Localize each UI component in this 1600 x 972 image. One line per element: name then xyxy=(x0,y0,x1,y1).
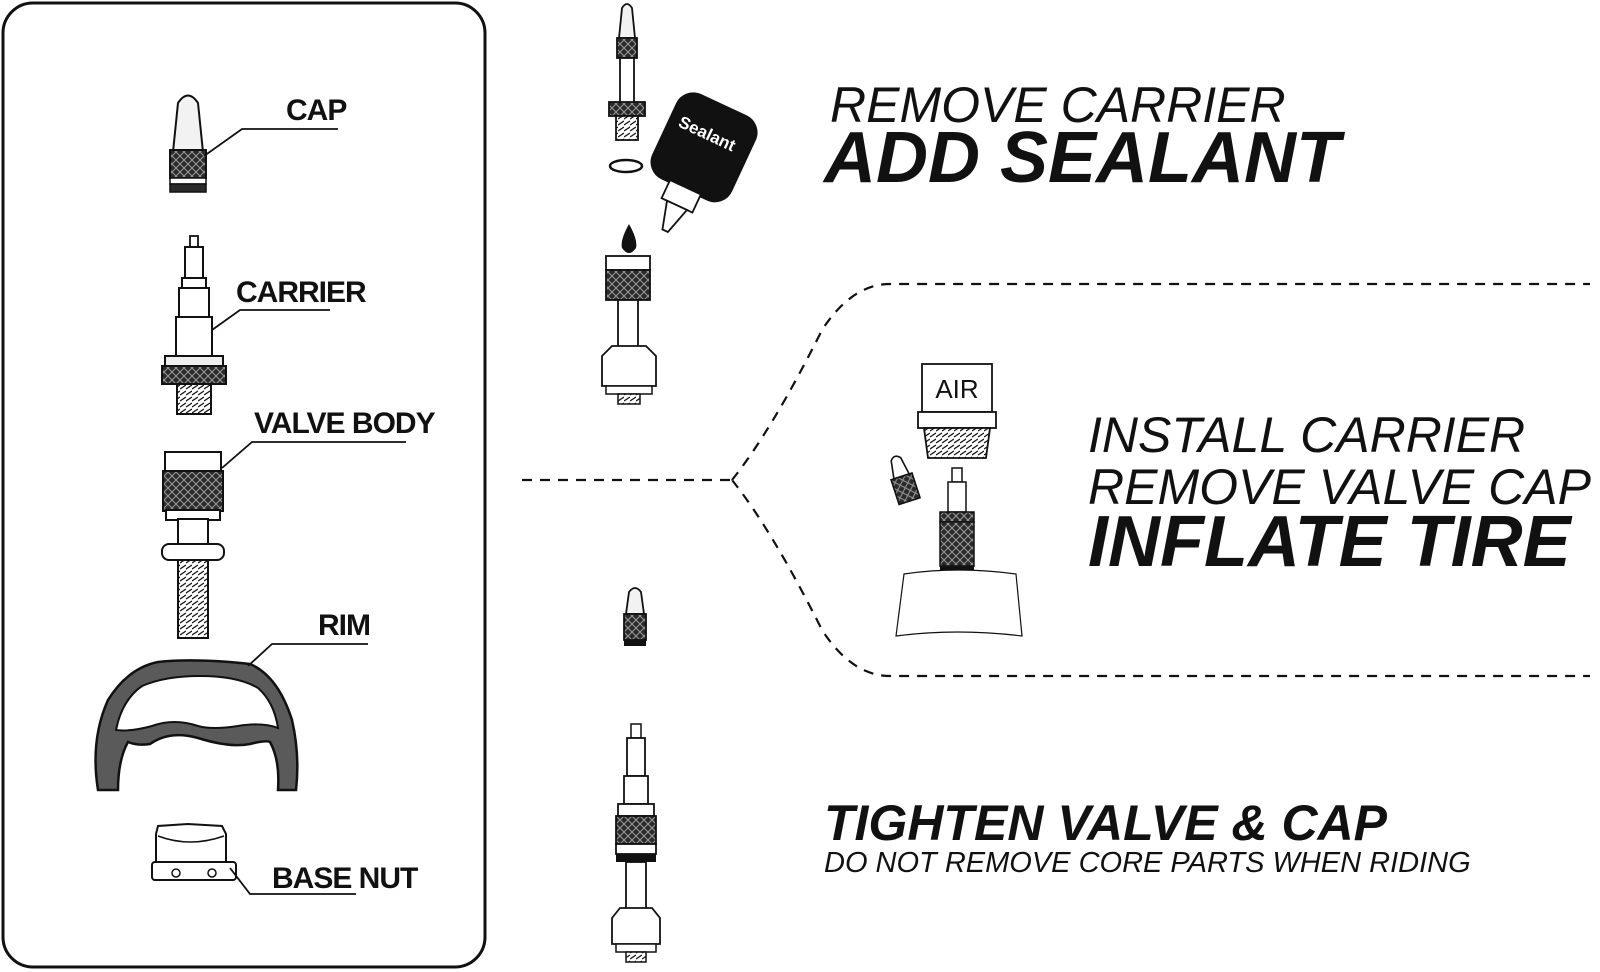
step1-line2: ADD SEALANT xyxy=(822,118,1346,198)
step1-carrier-removed xyxy=(608,3,646,174)
valve-body-part xyxy=(161,451,225,639)
base-nut-part xyxy=(151,822,237,881)
step3-line2: DO NOT REMOVE CORE PARTS WHEN RIDING xyxy=(824,847,1471,879)
sealant-bottle xyxy=(650,92,758,234)
step2-valve-in-tire xyxy=(895,467,1023,637)
cap-leader-line xyxy=(203,128,338,157)
sealant-drop-icon xyxy=(621,224,637,253)
step2-line1: INSTALL CARRIER xyxy=(1088,407,1525,463)
cap-label: CAP xyxy=(286,94,346,127)
step3-line1: TIGHTEN VALVE & CAP xyxy=(824,795,1388,851)
carrier-leader-line xyxy=(211,309,330,331)
spare-cap-part xyxy=(623,587,647,646)
rim-leader-line xyxy=(247,643,368,667)
base-nut-leader-line xyxy=(229,867,356,895)
step2-line3: INFLATE TIRE xyxy=(1088,502,1573,582)
rim-label: RIM xyxy=(318,609,370,642)
removed-valve-cap-icon xyxy=(890,455,922,506)
inflate-callout-dashed xyxy=(522,282,1590,678)
parts-panel-frame xyxy=(1,1,487,969)
valve-body-label: VALVE BODY xyxy=(254,407,436,440)
step1-valve-body xyxy=(601,255,657,405)
step1-line1: REMOVE CARRIER xyxy=(830,77,1286,133)
air-pump-label: AIR xyxy=(935,374,978,404)
step2-line2: REMOVE VALVE CAP xyxy=(1088,459,1592,515)
carrier-label: CARRIER xyxy=(236,276,367,309)
step3-assembled-valve xyxy=(611,723,661,963)
air-pump-head xyxy=(917,363,997,459)
rim-part xyxy=(94,659,299,792)
base-nut-label: BASE NUT xyxy=(272,862,418,895)
carrier-part xyxy=(161,235,227,415)
cap-part xyxy=(169,94,207,193)
valve-body-leader-line xyxy=(221,441,406,469)
